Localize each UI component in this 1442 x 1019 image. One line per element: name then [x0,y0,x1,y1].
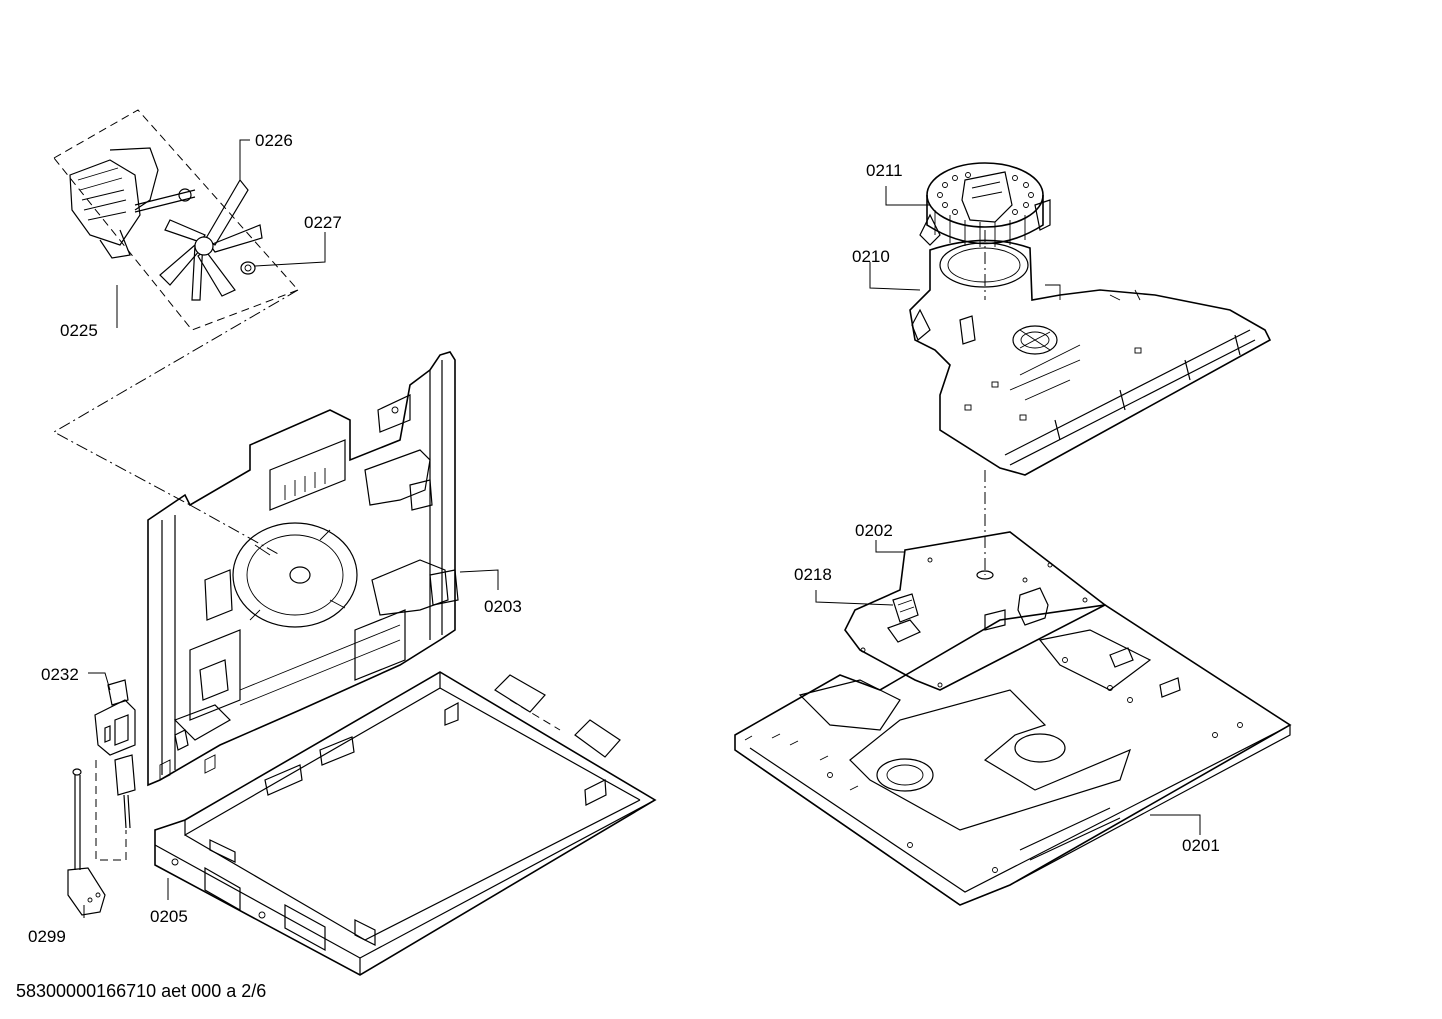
fan-motor-assembly [53,109,299,331]
drawing-reference-number: 58300000166710 aet 000 a 2/6 [16,981,267,1001]
leader-lines [83,139,1201,918]
label-0201: 0201 [1182,836,1220,855]
label-0232: 0232 [41,665,79,684]
label-0218: 0218 [794,565,832,584]
label-0226: 0226 [255,131,293,150]
cover-plate [844,531,1107,691]
mains-socket [94,679,136,861]
label-0210: 0210 [852,247,890,266]
part-labels: 0226 0227 0225 0203 0232 0299 0205 0211 … [28,131,1220,946]
mains-cable [67,768,106,916]
label-0225: 0225 [60,321,98,340]
label-0299: 0299 [28,927,66,946]
base-frame [734,604,1292,906]
rear-panel [147,351,459,787]
label-0227: 0227 [304,213,342,232]
label-0205: 0205 [150,907,188,926]
label-0211: 0211 [866,161,903,180]
label-0202: 0202 [855,521,893,540]
thermostat [892,593,919,623]
bottom-tray [154,671,657,976]
cooling-fan-wheel [919,162,1051,247]
air-duct [909,239,1272,476]
label-0203: 0203 [484,597,522,616]
